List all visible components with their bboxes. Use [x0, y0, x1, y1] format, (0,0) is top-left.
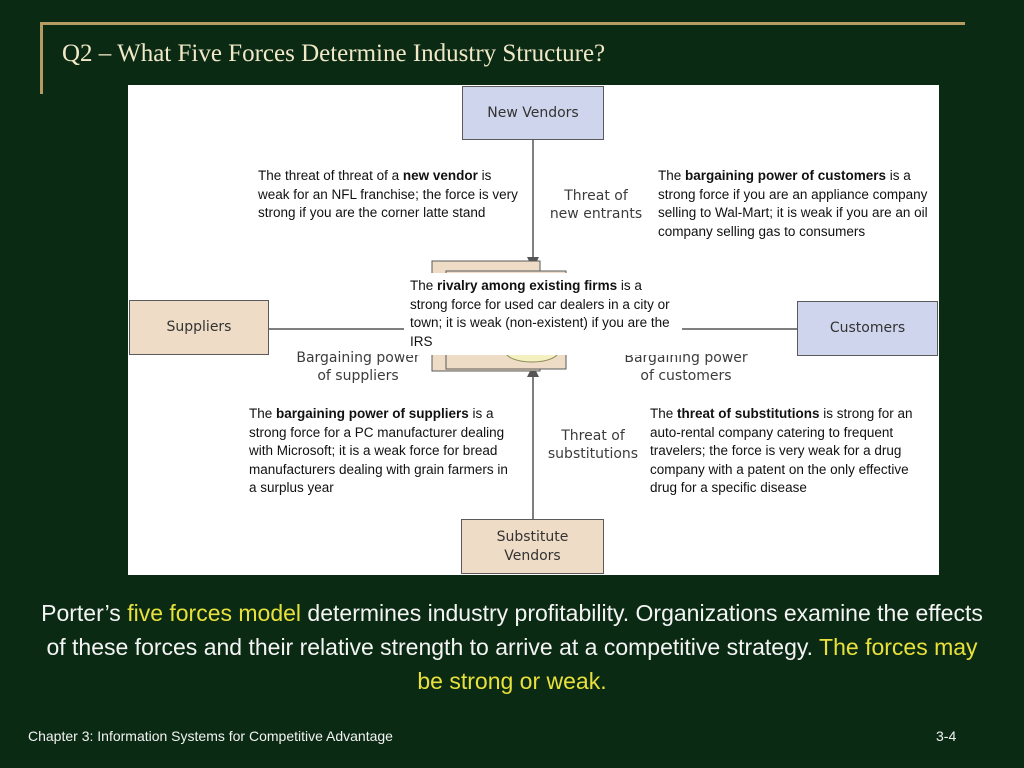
note-new-vendor: The threat of threat of a new vendor is …	[258, 168, 518, 220]
title-frame-left	[40, 22, 43, 94]
suppliers-box: Suppliers	[129, 300, 269, 355]
new-vendors-box: New Vendors	[462, 86, 604, 140]
footer-page-number: 3-4	[936, 728, 957, 744]
substitute-vendors-box: Substitute Vendors	[461, 519, 604, 574]
note-customers: The bargaining power of customers is a s…	[658, 168, 928, 239]
summary-text: Porter’s five forces model determines in…	[41, 600, 983, 694]
customers-box: Customers	[797, 301, 938, 356]
substitute-vendors-label-2: Vendors	[504, 547, 561, 564]
note-rivalry: The rivalry among existing firms is a st…	[404, 273, 682, 355]
customers-label: Customers	[829, 320, 906, 337]
threat-substitutions-label: Threat of substitutions	[547, 428, 639, 463]
five-forces-diagram: New Vendors Suppliers Customers Substitu…	[128, 85, 939, 575]
threat-new-entrants-label: Threat of new entrants	[549, 188, 643, 223]
title-frame-top	[40, 22, 965, 25]
footer-chapter: Chapter 3: Information Systems for Compe…	[28, 728, 393, 744]
summary-highlight-forces: The forces may be strong or weak.	[417, 634, 978, 694]
suppliers-label: Suppliers	[166, 319, 232, 336]
slide-title: Q2 – What Five Forces Determine Industry…	[62, 40, 606, 67]
bargaining-suppliers-label: Bargaining power of suppliers	[296, 350, 420, 385]
summary-highlight-model: five forces model	[127, 600, 302, 626]
note-suppliers: The bargaining power of suppliers is a s…	[249, 406, 508, 495]
note-substitutions: The threat of substitutions is strong fo…	[650, 406, 913, 495]
substitute-vendors-label-1: Substitute	[496, 529, 569, 546]
new-vendors-label: New Vendors	[487, 104, 579, 121]
